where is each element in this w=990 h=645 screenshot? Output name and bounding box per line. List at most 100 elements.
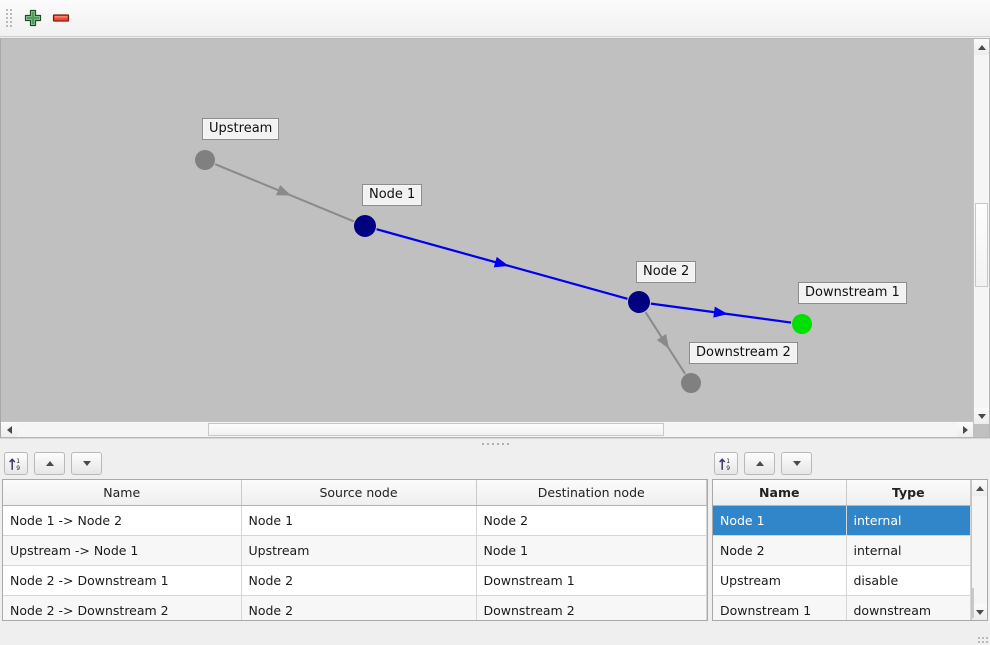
nodes-cell-1-1[interactable]: internal	[846, 535, 971, 566]
nodes-vertical-scrollbar[interactable]	[971, 480, 987, 620]
edges-cell-2-1[interactable]: Node 2	[241, 565, 477, 596]
edges-cell-2-0[interactable]: Node 2 -> Downstream 1	[3, 565, 242, 596]
canvas-vertical-scrollbar[interactable]	[973, 39, 989, 424]
svg-text:9: 9	[726, 465, 730, 472]
node-layer	[195, 150, 812, 393]
nodes-cell-0-0[interactable]: Node 1	[713, 505, 847, 536]
graph-node-label-upstream[interactable]: Upstream	[202, 118, 280, 140]
scroll-up-button[interactable]	[974, 39, 989, 55]
edge-arrow-node2-downstream2	[656, 334, 670, 349]
edges-move-up-button[interactable]	[34, 452, 65, 475]
scroll-up-button[interactable]	[972, 480, 987, 496]
edge-layer	[214, 163, 792, 375]
svg-text:1: 1	[16, 458, 20, 465]
nodes-cell-2-1[interactable]: disable	[846, 565, 971, 596]
canvas-hscroll-track[interactable]	[17, 422, 957, 437]
edges-cell-3-0[interactable]: Node 2 -> Downstream 2	[3, 595, 242, 620]
edges-cell-0-0[interactable]: Node 1 -> Node 2	[3, 505, 242, 536]
graph-node-label-downstream1[interactable]: Downstream 1	[798, 282, 907, 304]
scroll-left-button[interactable]	[1, 422, 17, 437]
triangle-left-icon	[6, 426, 12, 434]
window-resize-grip-icon[interactable]	[976, 631, 988, 643]
edges-cell-1-1[interactable]: Upstream	[241, 535, 477, 566]
triangle-down-icon	[976, 609, 984, 615]
triangle-down-icon	[978, 413, 986, 419]
edges-cell-3-1[interactable]: Node 2	[241, 595, 477, 620]
edges-cell-1-2[interactable]: Node 1	[476, 535, 707, 566]
remove-button[interactable]	[47, 4, 75, 32]
add-button[interactable]	[19, 4, 47, 32]
nodes-column-header-0[interactable]: Name	[713, 480, 847, 506]
nodes-cell-2-0[interactable]: Upstream	[713, 565, 847, 596]
graph-node-label-downstream2[interactable]: Downstream 2	[689, 342, 798, 364]
status-bar	[0, 621, 990, 645]
triangle-down-icon	[792, 461, 801, 466]
edges-cell-1-0[interactable]: Upstream -> Node 1	[3, 535, 242, 566]
minus-icon	[52, 14, 70, 22]
nodes-move-up-button[interactable]	[744, 452, 775, 475]
graph-node-downstream2[interactable]	[681, 373, 701, 393]
edges-cell-3-2[interactable]: Downstream 2	[476, 595, 707, 620]
scroll-right-button[interactable]	[957, 422, 973, 437]
nodes-sort-button[interactable]: 1 9	[714, 452, 738, 475]
triangle-up-icon	[755, 461, 764, 466]
edges-cell-0-2[interactable]: Node 2	[476, 505, 707, 536]
edges-move-down-button[interactable]	[71, 452, 102, 475]
canvas-horizontal-scrollbar[interactable]	[1, 421, 973, 437]
graph-node-label-node2[interactable]: Node 2	[636, 261, 697, 283]
edges-column-header-0[interactable]: Name	[3, 480, 242, 506]
triangle-up-icon	[978, 44, 986, 50]
edges-column-header-1[interactable]: Source node	[241, 480, 477, 506]
triangle-up-icon	[45, 461, 54, 466]
edges-column-header-2[interactable]: Destination node	[476, 480, 707, 506]
graph-node-node2[interactable]	[628, 291, 650, 313]
nodes-vscroll-track[interactable]	[972, 496, 987, 618]
nodes-toolbar: 1 9	[710, 448, 990, 479]
node-graph[interactable]	[1, 39, 973, 424]
nodes-cell-1-0[interactable]: Node 2	[713, 535, 847, 566]
nodes-vscroll-thumb[interactable]	[972, 588, 974, 618]
main-toolbar	[0, 0, 990, 37]
nodes-cell-3-1[interactable]: downstream	[846, 595, 971, 620]
nodes-move-down-button[interactable]	[781, 452, 812, 475]
sort-icon: 1 9	[9, 458, 20, 472]
graph-node-upstream[interactable]	[195, 150, 215, 170]
edges-sort-button[interactable]: 1 9	[4, 452, 28, 475]
svg-text:1: 1	[726, 458, 730, 465]
canvas-vscroll-track[interactable]	[974, 55, 989, 408]
nodes-cell-3-0[interactable]: Downstream 1	[713, 595, 847, 620]
scroll-down-button[interactable]	[972, 604, 987, 620]
edges-cell-2-2[interactable]: Downstream 1	[476, 565, 707, 596]
nodes-column-header-1[interactable]: Type	[846, 480, 971, 506]
triangle-down-icon	[82, 461, 91, 466]
nodes-cell-0-1[interactable]: internal	[846, 505, 971, 536]
graph-node-label-node1[interactable]: Node 1	[362, 184, 423, 206]
scroll-down-button[interactable]	[974, 408, 989, 424]
canvas-vscroll-thumb[interactable]	[975, 203, 988, 287]
toolbar-drag-handle[interactable]	[4, 8, 13, 28]
canvas-hscroll-thumb[interactable]	[208, 423, 664, 436]
horizontal-splitter[interactable]	[0, 438, 990, 448]
graph-node-downstream1[interactable]	[792, 314, 812, 334]
edges-cell-0-1[interactable]: Node 1	[241, 505, 477, 536]
graph-node-node1[interactable]	[354, 215, 376, 237]
